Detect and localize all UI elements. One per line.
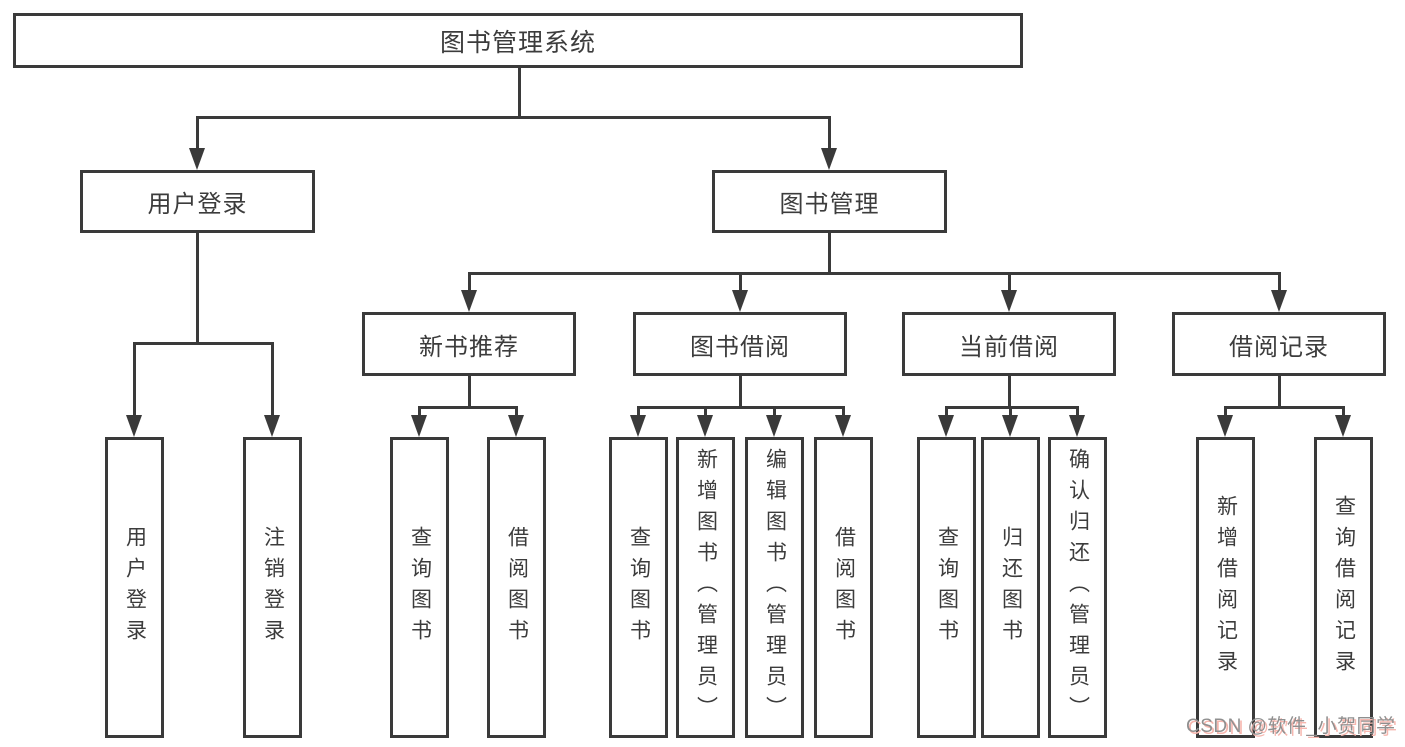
arrowhead-book-borrow bbox=[732, 290, 748, 312]
connector-arrow-stem bbox=[842, 406, 845, 417]
leaf-logout: 注销登录 bbox=[243, 437, 302, 738]
arrowhead-leaf bbox=[1335, 415, 1351, 437]
arrowhead-leaf bbox=[508, 415, 524, 437]
connector-current-borrow-bar bbox=[945, 406, 1079, 409]
leaf-label: 编辑图书（管理员） bbox=[763, 448, 787, 727]
connector-arrow-stem bbox=[468, 272, 471, 292]
leaf-label: 用户登录 bbox=[123, 525, 147, 650]
connector-book-borrow-bar bbox=[637, 406, 845, 409]
arrowhead-leaf bbox=[835, 415, 851, 437]
arrowhead-new-book-rec bbox=[461, 290, 477, 312]
arrowhead-leaf bbox=[1002, 415, 1018, 437]
connector-root-stem bbox=[518, 68, 521, 118]
arrowhead-current-borrow bbox=[1001, 290, 1017, 312]
connector-arrow-stem bbox=[773, 406, 776, 417]
leaf-add-borrow-record: 新增借阅记录 bbox=[1196, 437, 1255, 738]
leaf-label: 注销登录 bbox=[261, 525, 285, 650]
leaf-query-books: 查询图书 bbox=[390, 437, 449, 738]
arrowhead-leaf bbox=[766, 415, 782, 437]
node-new-book-rec: 新书推荐 bbox=[362, 312, 576, 376]
leaf-add-books-admin: 新增图书（管理员） bbox=[676, 437, 735, 738]
leaf-label: 确认归还（管理员） bbox=[1066, 448, 1090, 727]
arrowhead-leaf bbox=[697, 415, 713, 437]
connector-arrow-stem bbox=[1342, 406, 1345, 417]
connector-arrow-stem bbox=[133, 342, 136, 417]
csdn-watermark: CSDN @软件_小贺同学 bbox=[1186, 716, 1396, 737]
arrowhead-book-mgmt bbox=[821, 148, 837, 170]
node-library-system: 图书管理系统 bbox=[13, 13, 1023, 68]
node-current-borrow: 当前借阅 bbox=[902, 312, 1116, 376]
node-user-login: 用户登录 bbox=[80, 170, 315, 233]
connector-arrow-stem bbox=[637, 406, 640, 417]
connector-book-mgmt-stem bbox=[828, 233, 831, 274]
connector-book-mgmt-bar bbox=[468, 272, 1281, 275]
leaf-query-borrow-record: 查询借阅记录 bbox=[1314, 437, 1373, 738]
connector-arrow-stem bbox=[1009, 406, 1012, 417]
arrowhead-logout-leaf bbox=[264, 415, 280, 437]
node-book-borrow: 图书借阅 bbox=[633, 312, 847, 376]
leaf-confirm-return-admin: 确认归还（管理员） bbox=[1048, 437, 1107, 738]
connector-arrow-stem bbox=[739, 272, 742, 292]
connector-arrow-stem bbox=[1278, 272, 1281, 292]
arrowhead-leaf bbox=[411, 415, 427, 437]
leaf-borrow-books: 借阅图书 bbox=[814, 437, 873, 738]
leaf-edit-books-admin: 编辑图书（管理员） bbox=[745, 437, 804, 738]
connector-arrow-stem bbox=[704, 406, 707, 417]
connector-arrow-stem bbox=[196, 116, 199, 150]
connector-arrow-stem bbox=[515, 406, 518, 417]
leaf-label: 查询图书 bbox=[935, 525, 959, 650]
arrowhead-leaf bbox=[1069, 415, 1085, 437]
connector-arrow-stem bbox=[945, 406, 948, 417]
connector-arrow-stem bbox=[418, 406, 421, 417]
connector-arrow-stem bbox=[1076, 406, 1079, 417]
leaf-label: 查询图书 bbox=[408, 525, 432, 650]
leaf-label: 借阅图书 bbox=[505, 525, 529, 650]
leaf-label: 借阅图书 bbox=[832, 525, 856, 650]
leaf-borrow-books: 借阅图书 bbox=[487, 437, 546, 738]
connector-book-borrow-stem bbox=[739, 376, 742, 408]
connector-borrow-records-stem bbox=[1278, 376, 1281, 408]
connector-user-login-bar bbox=[133, 342, 274, 345]
connector-new-book-rec-bar bbox=[418, 406, 518, 409]
leaf-query-books: 查询图书 bbox=[917, 437, 976, 738]
arrowhead-leaf bbox=[630, 415, 646, 437]
leaf-query-books: 查询图书 bbox=[609, 437, 668, 738]
connector-root-bar bbox=[196, 116, 831, 119]
connector-current-borrow-stem bbox=[1008, 376, 1011, 408]
connector-user-login-stem bbox=[196, 233, 199, 344]
leaf-label: 查询借阅记录 bbox=[1332, 494, 1356, 681]
connector-new-book-rec-stem bbox=[468, 376, 471, 408]
node-book-mgmt: 图书管理 bbox=[712, 170, 947, 233]
leaf-return-books: 归还图书 bbox=[981, 437, 1040, 738]
leaf-label: 查询图书 bbox=[627, 525, 651, 650]
arrowhead-borrow-records bbox=[1271, 290, 1287, 312]
connector-arrow-stem bbox=[271, 342, 274, 417]
leaf-label: 归还图书 bbox=[999, 525, 1023, 650]
connector-borrow-records-bar bbox=[1224, 406, 1345, 409]
node-borrow-records: 借阅记录 bbox=[1172, 312, 1386, 376]
arrowhead-user-login bbox=[189, 148, 205, 170]
connector-arrow-stem bbox=[1008, 272, 1011, 292]
arrowhead-leaf bbox=[938, 415, 954, 437]
leaf-user-login: 用户登录 bbox=[105, 437, 164, 738]
connector-arrow-stem bbox=[1224, 406, 1227, 417]
arrowhead-login-leaf bbox=[126, 415, 142, 437]
arrowhead-leaf bbox=[1217, 415, 1233, 437]
leaf-label: 新增图书（管理员） bbox=[694, 448, 718, 727]
connector-arrow-stem bbox=[828, 116, 831, 150]
leaf-label: 新增借阅记录 bbox=[1214, 494, 1238, 681]
